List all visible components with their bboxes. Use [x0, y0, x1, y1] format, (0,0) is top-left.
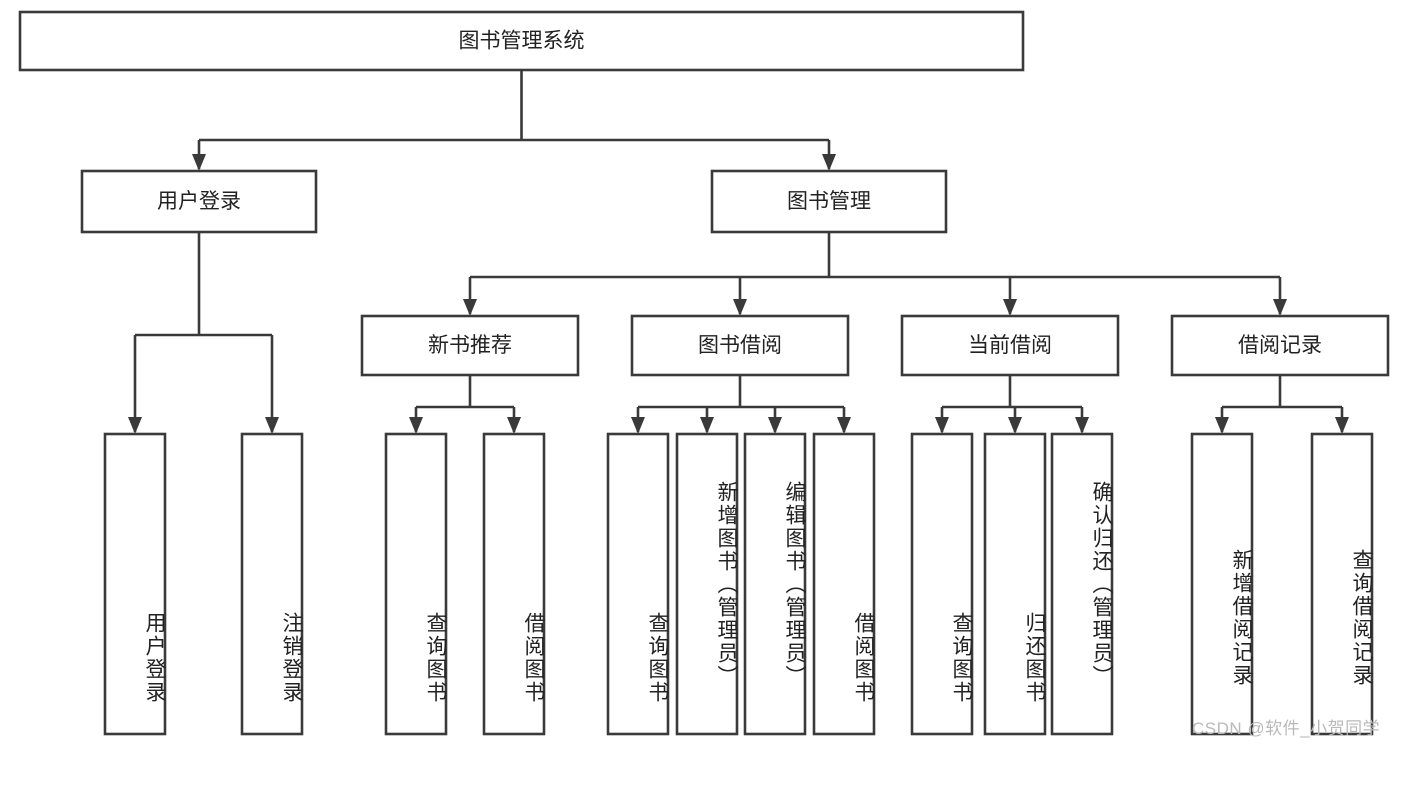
arrow-head-icon [1215, 417, 1229, 434]
node-box-layer [18, 10, 1390, 736]
node-box-book-manage[interactable] [710, 169, 948, 234]
node-box-new-book-rec[interactable] [360, 314, 580, 377]
arrow-head-icon [733, 299, 747, 316]
node-label-book-borrow: 图书借阅 [698, 334, 782, 357]
arrow-head-icon [1003, 299, 1017, 316]
node-label-book-manage: 图书管理 [787, 190, 871, 213]
arrow-head-icon [128, 417, 142, 434]
node-box-leaf-user-login[interactable] [103, 432, 167, 736]
node-label-user-login: 用户登录 [157, 190, 241, 213]
arrow-head-icon [463, 299, 477, 316]
node-box-root[interactable] [18, 10, 1025, 72]
node-box-leaf-user-logout[interactable] [240, 432, 304, 736]
node-label-new-book-rec: 新书推荐 [428, 334, 512, 357]
node-box-leaf-borrow-book-2[interactable] [812, 432, 876, 736]
arrow-head-icon [768, 417, 782, 434]
node-label-borrow-record: 借阅记录 [1238, 334, 1322, 357]
node-box-leaf-query-book-1[interactable] [384, 432, 448, 736]
arrow-head-icon [1273, 299, 1287, 316]
arrow-head-icon [192, 154, 206, 171]
node-box-leaf-query-book-2[interactable] [606, 432, 670, 736]
arrow-head-icon [837, 417, 851, 434]
arrow-head-icon [1075, 417, 1089, 434]
node-box-leaf-query-record[interactable] [1310, 432, 1374, 736]
node-label-current-borrow: 当前借阅 [968, 334, 1052, 357]
arrow-head-icon [631, 417, 645, 434]
node-box-leaf-add-record[interactable] [1190, 432, 1254, 736]
arrow-head-icon [1008, 417, 1022, 434]
arrow-head-icon [822, 154, 836, 171]
node-box-leaf-add-book[interactable] [675, 432, 739, 736]
node-label-root: 图书管理系统 [459, 30, 585, 53]
arrow-head-icon [507, 417, 521, 434]
arrow-head-icon [700, 417, 714, 434]
arrow-head-icon [935, 417, 949, 434]
watermark-text: CSDN @软件_小贺同学 [1192, 719, 1381, 738]
node-box-user-login[interactable] [80, 169, 318, 234]
node-box-current-borrow[interactable] [900, 314, 1120, 377]
node-box-leaf-return-book[interactable] [983, 432, 1047, 736]
node-box-leaf-edit-book[interactable] [743, 432, 807, 736]
node-box-leaf-query-book-3[interactable] [910, 432, 974, 736]
node-box-leaf-borrow-book-1[interactable] [482, 432, 546, 736]
arrow-head-icon [1335, 417, 1349, 434]
arrow-head-icon [409, 417, 423, 434]
node-box-borrow-record[interactable] [1170, 314, 1390, 377]
node-box-book-borrow[interactable] [630, 314, 850, 377]
diagram-canvas: 图书管理系统用户登录图书管理新书推荐图书借阅当前借阅借阅记录 用户登录注销登录查… [18, 10, 1390, 738]
connector-layer [128, 70, 1349, 434]
arrow-head-icon [265, 417, 279, 434]
node-box-leaf-confirm-return[interactable] [1050, 432, 1114, 736]
